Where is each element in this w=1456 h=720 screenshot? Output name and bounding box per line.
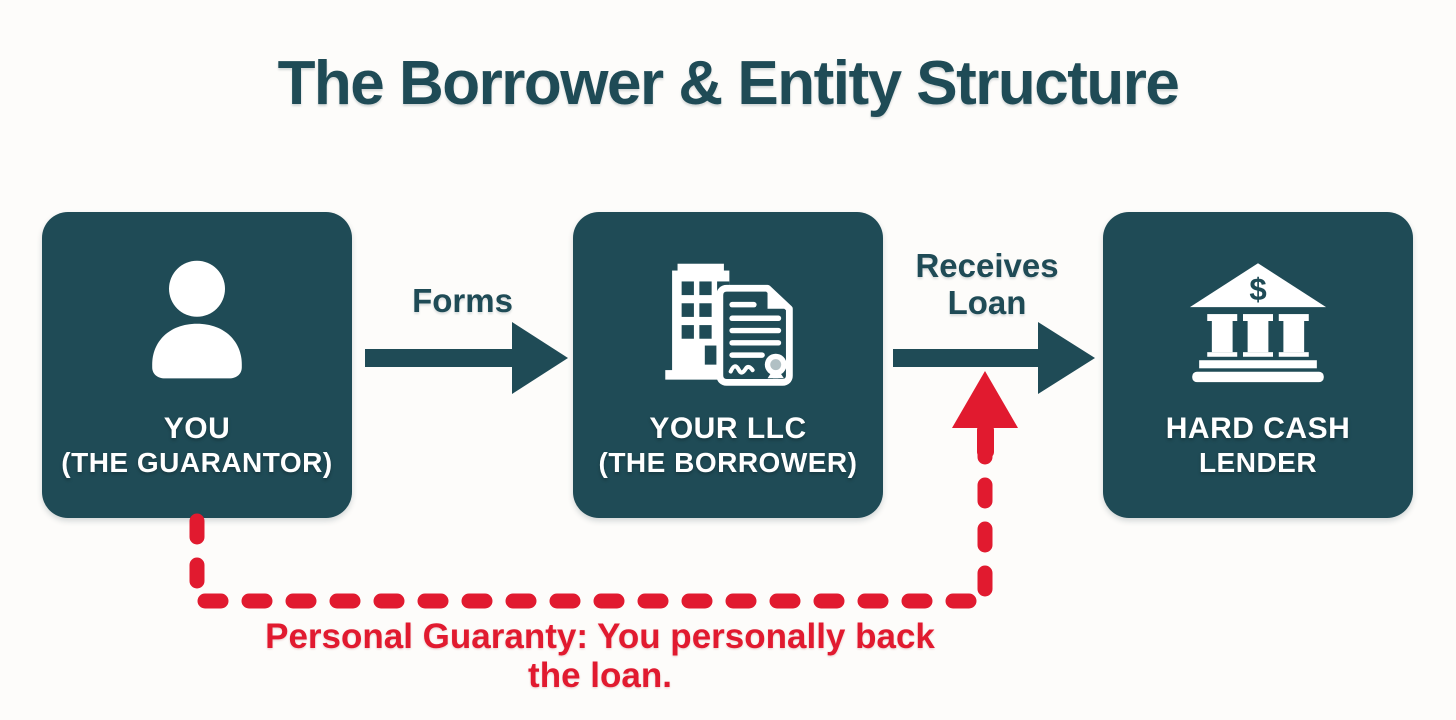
forms-arrow	[365, 322, 568, 394]
node-sublabel: LENDER	[1198, 446, 1318, 478]
svg-text:$: $	[1249, 272, 1266, 307]
forms-arrow-label: Forms	[412, 282, 513, 319]
node-sublabel: (THE BORROWER)	[598, 446, 858, 478]
receives-loan-line2: Loan	[947, 283, 1027, 321]
bank-icon: $	[1183, 250, 1333, 392]
node-label: HARD CASH	[1165, 412, 1351, 445]
receives-loan-arrow-label: Receives Loan	[887, 247, 1087, 322]
node-you-guarantor: YOU (THE GUARANTOR)	[42, 212, 352, 518]
receives-loan-arrow	[893, 322, 1095, 394]
receives-loan-line1: Receives	[915, 247, 1059, 284]
personal-guaranty-line1: Personal Guaranty: You personally back	[265, 617, 935, 656]
personal-guaranty-line2: the loan.	[528, 655, 672, 695]
person-icon	[127, 250, 267, 392]
building-document-icon	[653, 250, 803, 392]
node-sublabel: (THE GUARANTOR)	[61, 446, 333, 478]
personal-guaranty-arrowhead	[952, 371, 1018, 458]
node-label: YOUR LLC	[649, 412, 807, 445]
personal-guaranty-caption: Personal Guaranty: You personally back t…	[170, 617, 1030, 695]
node-label: YOU	[163, 412, 231, 445]
diagram-title: The Borrower & Entity Structure	[277, 49, 1180, 118]
node-your-llc-borrower: YOUR LLC (THE BORROWER)	[573, 212, 883, 518]
node-hard-cash-lender: $ HARD CASH LENDER	[1103, 212, 1413, 518]
